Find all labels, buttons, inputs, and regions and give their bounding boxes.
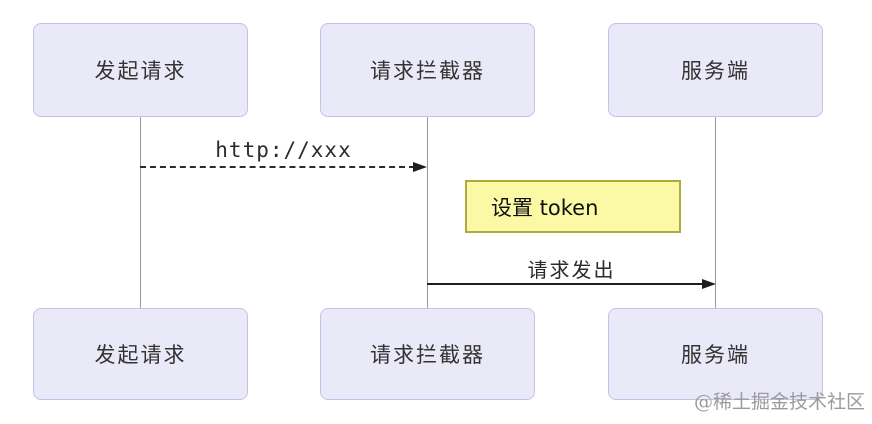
arrowhead-icon bbox=[413, 162, 427, 172]
actor-label-interceptor-top: 请求拦截器 bbox=[370, 59, 485, 83]
actor-box-server-bottom: 服务端 bbox=[608, 308, 823, 400]
lifeline-server bbox=[715, 117, 716, 308]
actor-label-server-bottom: 服务端 bbox=[681, 343, 750, 367]
actor-label-requester-bottom: 发起请求 bbox=[94, 343, 187, 367]
lifeline-interceptor bbox=[427, 117, 428, 308]
actor-box-server-top: 服务端 bbox=[608, 23, 823, 117]
message-line-request-sent bbox=[427, 283, 704, 285]
message-label-http: http://xxx bbox=[215, 138, 352, 162]
note-label: 设置 token bbox=[491, 195, 599, 220]
actor-label-server-top: 服务端 bbox=[681, 59, 750, 83]
watermark-text: @稀土掘金技术社区 bbox=[694, 391, 866, 413]
lifeline-requester bbox=[140, 117, 141, 308]
actor-label-interceptor-bottom: 请求拦截器 bbox=[370, 343, 485, 367]
actor-box-interceptor-top: 请求拦截器 bbox=[320, 23, 535, 117]
actor-box-requester-top: 发起请求 bbox=[33, 23, 248, 117]
message-line-http bbox=[140, 166, 415, 168]
message-label-request-sent: 请求发出 bbox=[527, 258, 616, 282]
arrowhead-icon bbox=[702, 279, 716, 289]
note-set-token: 设置 token bbox=[465, 180, 681, 233]
actor-box-interceptor-bottom: 请求拦截器 bbox=[320, 308, 535, 400]
actor-box-requester-bottom: 发起请求 bbox=[33, 308, 248, 400]
actor-label-requester-top: 发起请求 bbox=[94, 59, 187, 83]
